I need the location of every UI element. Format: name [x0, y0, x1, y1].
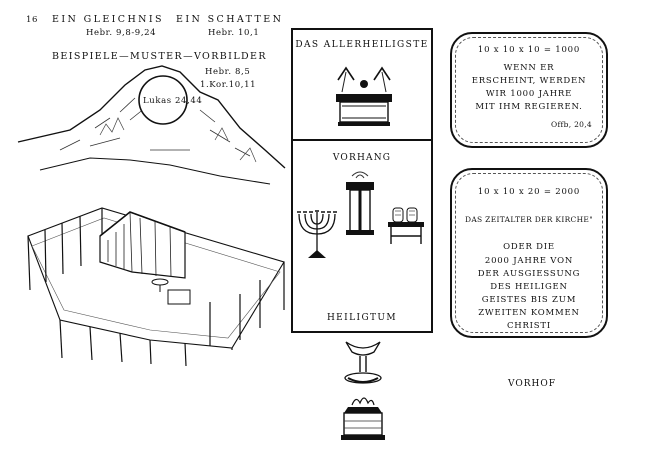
church-age-cloud: 10 x 10 x 20 = 2000 DAS ZEITALTER DER KI…	[450, 168, 608, 338]
ark-of-covenant-icon	[336, 66, 392, 126]
millennium-line-3: WIR 1000 JAHRE	[485, 89, 573, 99]
page-number: 16	[26, 15, 39, 25]
holy-place-label: HEILIGTUM	[326, 313, 398, 323]
holy-of-holies-label: DAS ALLERHEILIGSTE	[295, 40, 429, 50]
church-age-line-4: DES HEILIGEN	[490, 282, 568, 292]
curtain-label: VORHANG	[332, 153, 392, 163]
tabernacle-courtyard-drawing	[27, 207, 285, 367]
millennium-cloud: 10 x 10 x 10 = 1000 WENN ER ERSCHEINT, W…	[450, 32, 608, 148]
title-right: EIN SCHATTEN	[176, 14, 284, 25]
church-age-quote: DAS ZEITALTER DER KIRCHE"	[465, 215, 593, 224]
church-age-line-6: ZWEITEN KOMMEN	[478, 308, 580, 318]
mountain-ref-1: Hebr. 8,5	[205, 67, 251, 77]
panel-divider	[291, 139, 433, 141]
church-age-equation: 10 x 10 x 20 = 2000	[477, 187, 581, 197]
mountain-drawing	[17, 65, 286, 185]
ref-right: Hebr. 10,1	[208, 28, 260, 38]
incense-altar-icon	[346, 171, 374, 235]
millennium-reference: Offb, 20,4	[551, 120, 592, 129]
menorah-icon	[297, 210, 337, 258]
ref-left: Hebr. 9,8-9,24	[86, 28, 157, 38]
outer-court-label: VORHOF	[508, 379, 556, 389]
laver-icon	[344, 341, 382, 384]
church-age-line-2: 2000 JAHRE VON	[484, 256, 574, 266]
mountain-ref-2: 1.Kor.10,11	[200, 80, 257, 90]
subtitle: BEISPIELE—MUSTER—VORBILDER	[52, 51, 267, 62]
church-age-line-1: ODER DIE	[503, 242, 555, 252]
millennium-line-4: MIT IHM REGIEREN.	[475, 102, 583, 112]
millennium-line-1: WENN ER	[503, 63, 555, 73]
title-left: EIN GLEICHNIS	[52, 14, 164, 25]
sanctuary-panel	[291, 28, 433, 333]
church-age-line-7: CHRISTI	[506, 321, 552, 331]
church-age-line-5: GEISTES BIS ZUM	[481, 295, 577, 305]
burnt-offering-altar-icon	[341, 397, 385, 440]
circle-label: Lukas 24,44	[143, 96, 203, 106]
millennium-equation: 10 x 10 x 10 = 1000	[477, 45, 581, 55]
showbread-table-icon	[388, 207, 424, 244]
church-age-line-3: DER AUSGIESSUNG	[477, 269, 581, 279]
millennium-line-2: ERSCHEINT, WERDEN	[471, 76, 587, 86]
